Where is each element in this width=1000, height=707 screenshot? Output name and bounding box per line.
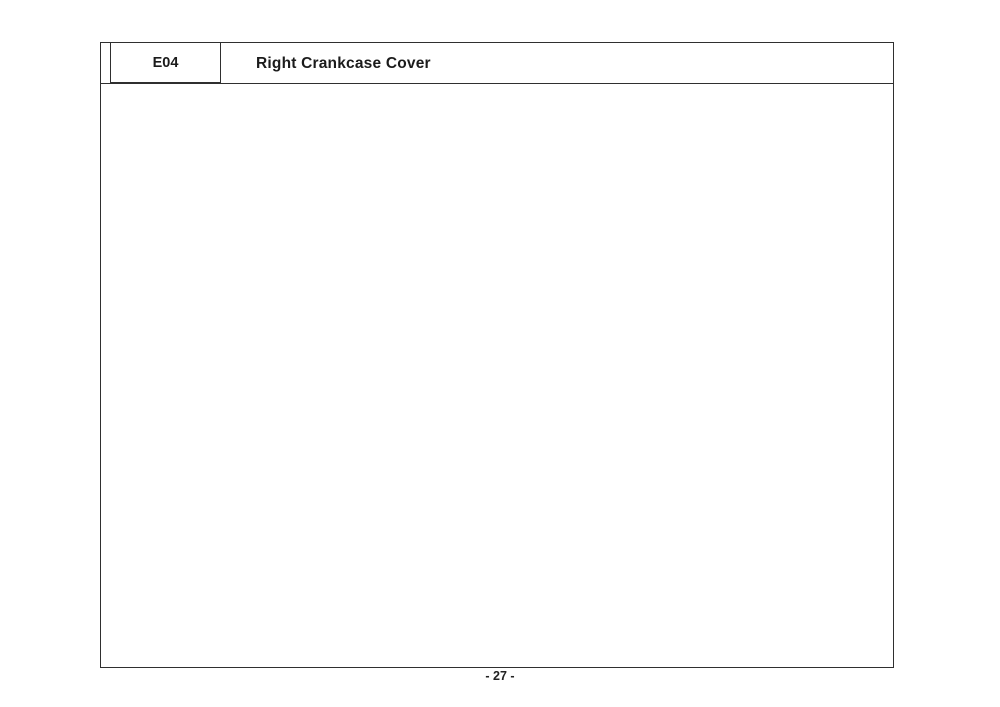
section-code: E04: [152, 54, 179, 71]
page-number: - 27 -: [485, 669, 515, 683]
section-code-box: E04: [110, 42, 221, 83]
header-divider: [100, 83, 894, 84]
page-title: Right Crankcase Cover: [256, 54, 431, 72]
diagram-frame: E04 Right Crankcase Cover: [100, 42, 894, 668]
